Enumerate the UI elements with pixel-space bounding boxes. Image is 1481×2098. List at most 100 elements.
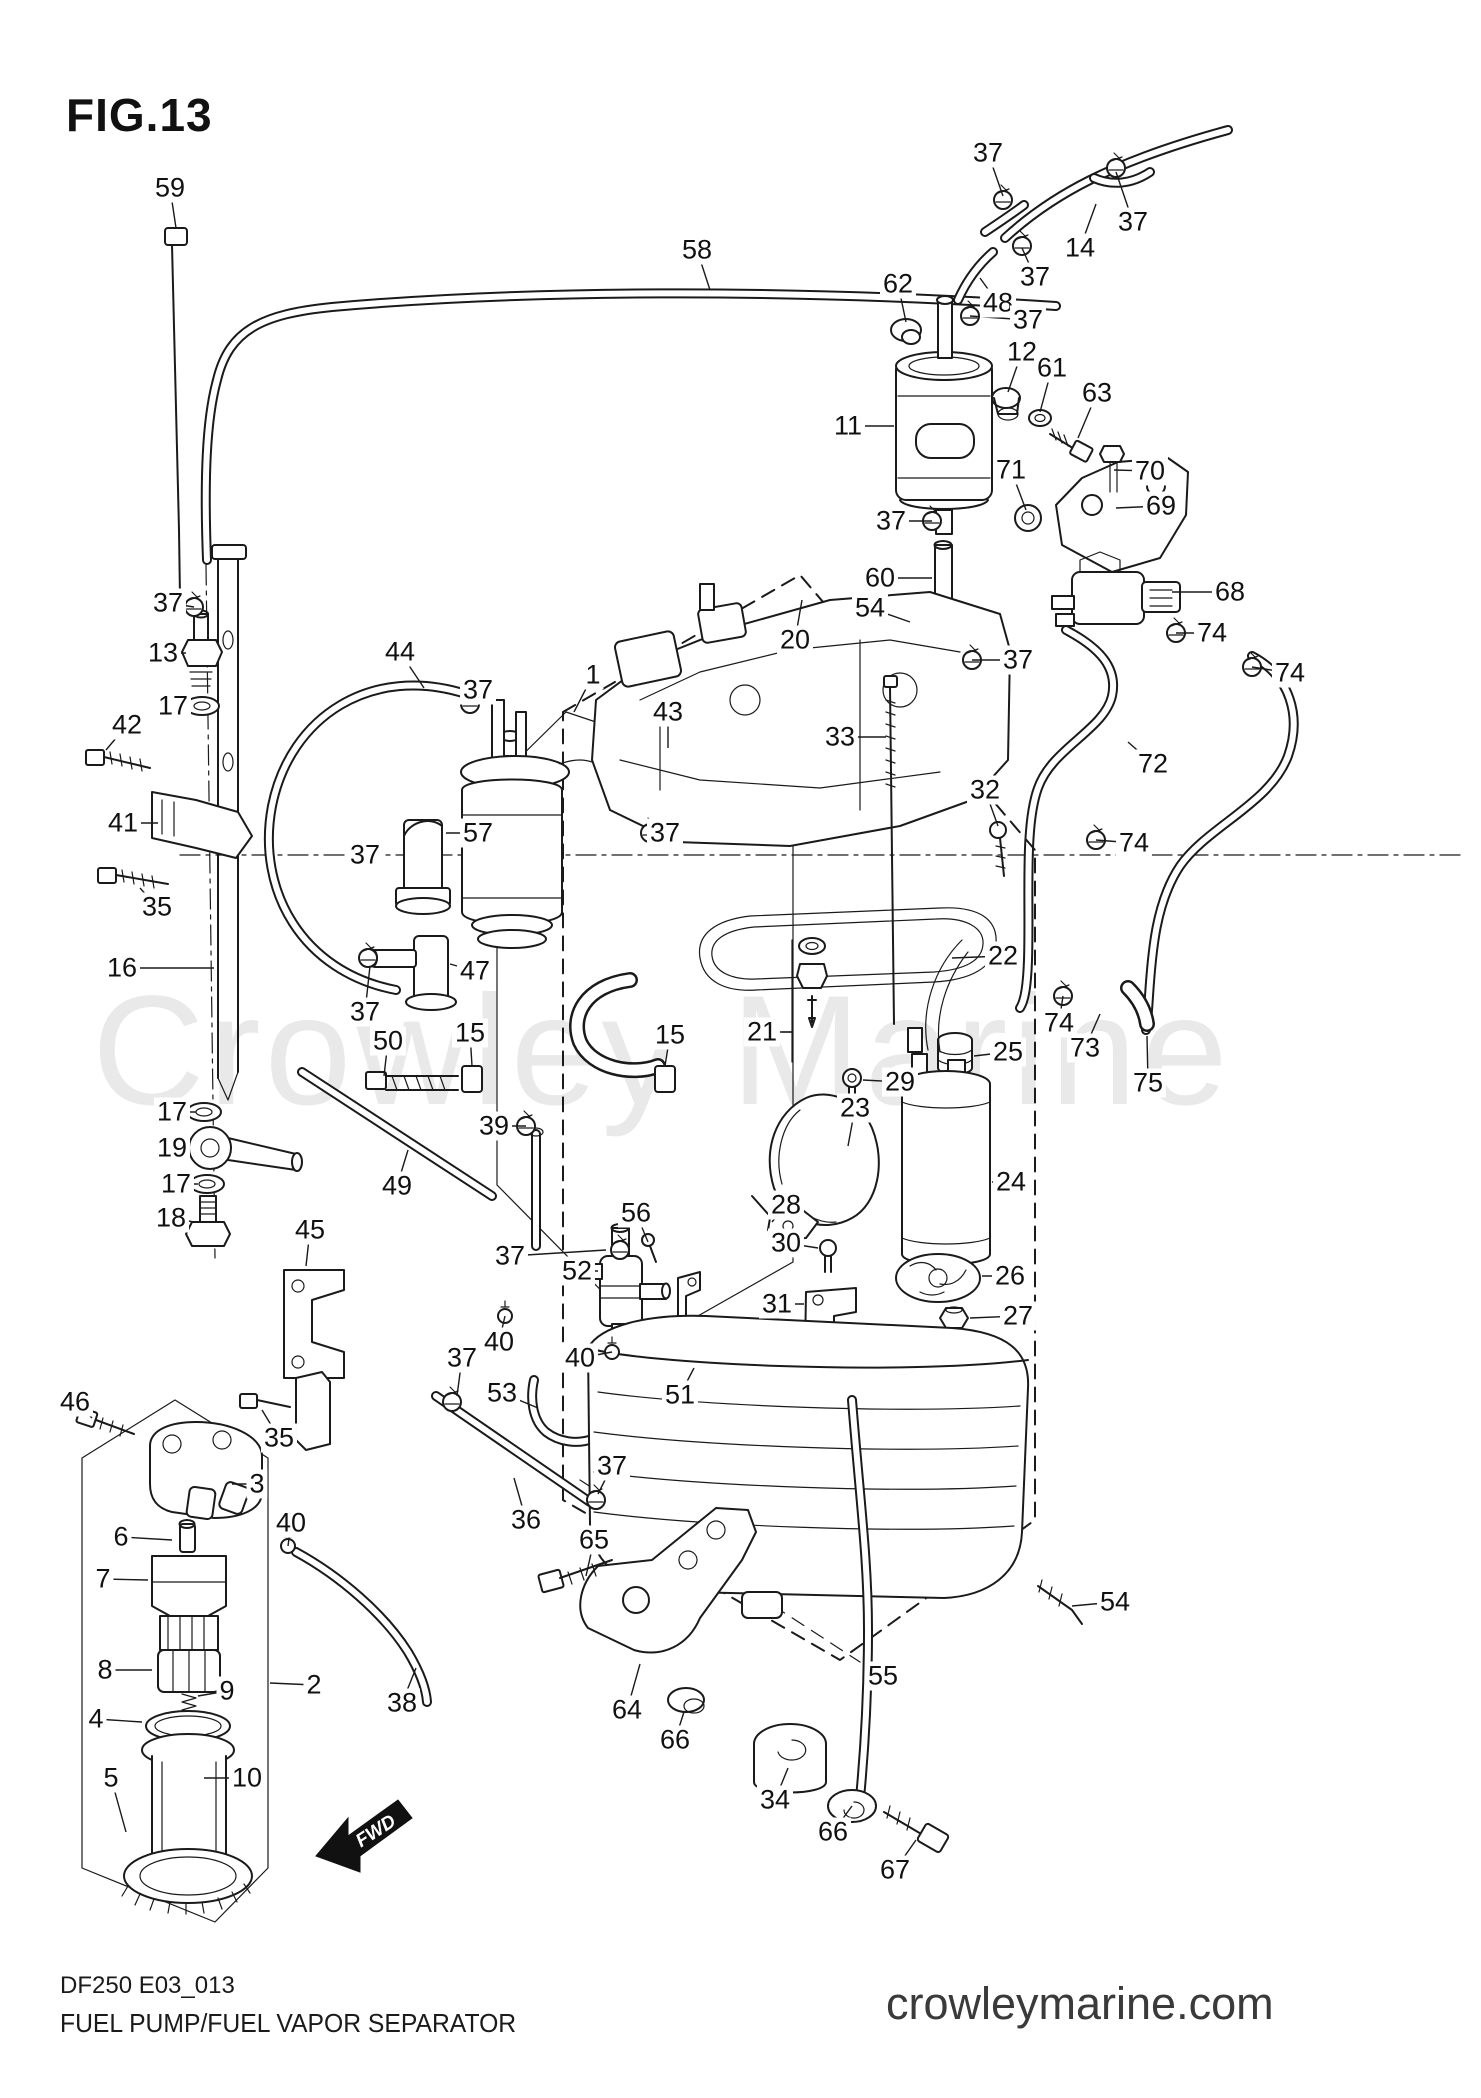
site-logo-text: crowleymarine.com xyxy=(886,1978,1274,2029)
callout-37: 37 xyxy=(999,645,1037,675)
bolt-70 xyxy=(1099,445,1125,493)
callout-73: 73 xyxy=(1066,1033,1104,1063)
callout-2: 2 xyxy=(303,1670,325,1700)
figure-title: FIG.13 xyxy=(66,89,213,141)
callout-7: 7 xyxy=(92,1564,114,1594)
callout-53: 53 xyxy=(483,1378,521,1408)
callout-30: 30 xyxy=(767,1228,805,1258)
callout-37: 37 xyxy=(491,1241,529,1271)
callout-50: 50 xyxy=(369,1026,407,1056)
bolt-35a xyxy=(97,867,169,889)
callout-47: 47 xyxy=(456,956,494,986)
callout-34: 34 xyxy=(756,1785,794,1815)
callout-70: 70 xyxy=(1131,456,1169,486)
callout-33: 33 xyxy=(821,722,859,752)
callout-64: 64 xyxy=(608,1695,646,1725)
bolt-18 xyxy=(185,1195,231,1247)
bolt-30 xyxy=(819,1239,837,1273)
bushing-66a xyxy=(667,1687,705,1714)
callout-5: 5 xyxy=(100,1763,122,1793)
banjo-19 xyxy=(188,1126,303,1172)
callout-37: 37 xyxy=(1114,207,1152,237)
callout-61: 61 xyxy=(1033,353,1071,383)
hose-14 xyxy=(980,125,1233,243)
callout-45: 45 xyxy=(291,1215,329,1245)
callout-75: 75 xyxy=(1129,1068,1167,1098)
callout-37: 37 xyxy=(346,840,384,870)
callout-28: 28 xyxy=(767,1190,805,1220)
bracket-64 xyxy=(579,1507,757,1654)
screw-32 xyxy=(989,821,1007,877)
bolt-50 xyxy=(365,1071,459,1091)
callout-37: 37 xyxy=(593,1451,631,1481)
oring-4 xyxy=(145,1710,231,1742)
hose-55 xyxy=(847,1395,874,1803)
callout-48: 48 xyxy=(979,288,1017,318)
callout-25: 25 xyxy=(989,1037,1027,1067)
cup-7 xyxy=(151,1555,227,1651)
callout-44: 44 xyxy=(381,637,419,667)
callout-55: 55 xyxy=(864,1661,902,1691)
callout-65: 65 xyxy=(575,1525,613,1555)
callout-74: 74 xyxy=(1115,828,1153,858)
hose-36 xyxy=(431,1391,595,1507)
callout-62: 62 xyxy=(879,269,917,299)
callout-11: 11 xyxy=(830,411,866,441)
watermark: Crowley Marine xyxy=(92,964,1232,1138)
bracket-41 xyxy=(151,791,253,859)
bolt-67 xyxy=(883,1805,950,1854)
callout-32: 32 xyxy=(966,775,1004,805)
screw-54b xyxy=(1037,1579,1083,1625)
callout-66: 66 xyxy=(656,1725,694,1755)
hose-72 xyxy=(1015,625,1119,1013)
hose-44 xyxy=(263,680,471,995)
callout-56: 56 xyxy=(617,1198,655,1228)
pump-strap xyxy=(365,972,676,1093)
callout-9: 9 xyxy=(216,1676,238,1706)
grommet-71 xyxy=(1014,504,1042,532)
callout-40: 40 xyxy=(272,1508,310,1538)
hose-58 xyxy=(200,288,1061,565)
lock-ring-5 xyxy=(121,1848,253,1915)
bolt-42 xyxy=(85,749,151,772)
callout-37: 37 xyxy=(872,506,910,536)
callout-21: 21 xyxy=(743,1017,781,1047)
callout-59: 59 xyxy=(151,173,189,203)
callout-23: 23 xyxy=(836,1093,874,1123)
callout-20: 20 xyxy=(776,625,814,655)
callout-66: 66 xyxy=(814,1817,852,1847)
callout-14: 14 xyxy=(1061,233,1099,263)
callout-54: 54 xyxy=(1096,1587,1134,1617)
diagram-title: FUEL PUMP/FUEL VAPOR SEPARATOR xyxy=(60,2008,517,2038)
hose-49 xyxy=(297,1067,497,1201)
bolt-65 xyxy=(537,1559,613,1594)
vapor-separator-body xyxy=(591,583,1011,847)
callout-6: 6 xyxy=(110,1522,132,1552)
hose-75 xyxy=(1120,651,1299,1035)
callout-74: 74 xyxy=(1193,618,1231,648)
hose-38 xyxy=(291,1547,432,1707)
assembly-box-20 xyxy=(562,574,1036,1661)
callout-22: 22 xyxy=(984,941,1022,971)
stem-6 xyxy=(178,1519,196,1553)
filter-57 xyxy=(395,819,451,915)
callout-46: 46 xyxy=(56,1387,94,1417)
screw-33 xyxy=(883,675,898,1025)
callout-18: 18 xyxy=(152,1203,190,1233)
washer-17c xyxy=(189,1174,225,1194)
callout-37: 37 xyxy=(969,138,1007,168)
callout-19: 19 xyxy=(153,1133,191,1163)
callout-37: 37 xyxy=(443,1343,481,1373)
callout-38: 38 xyxy=(383,1688,421,1718)
callout-16: 16 xyxy=(103,953,141,983)
callout-51: 51 xyxy=(661,1380,699,1410)
callout-54: 54 xyxy=(851,593,889,623)
callout-68: 68 xyxy=(1211,577,1249,607)
callout-60: 60 xyxy=(861,563,899,593)
callout-35: 35 xyxy=(138,892,176,922)
callout-37: 37 xyxy=(646,818,684,848)
callout-69: 69 xyxy=(1142,491,1180,521)
callout-57: 57 xyxy=(459,818,497,848)
callout-10: 10 xyxy=(228,1763,266,1793)
